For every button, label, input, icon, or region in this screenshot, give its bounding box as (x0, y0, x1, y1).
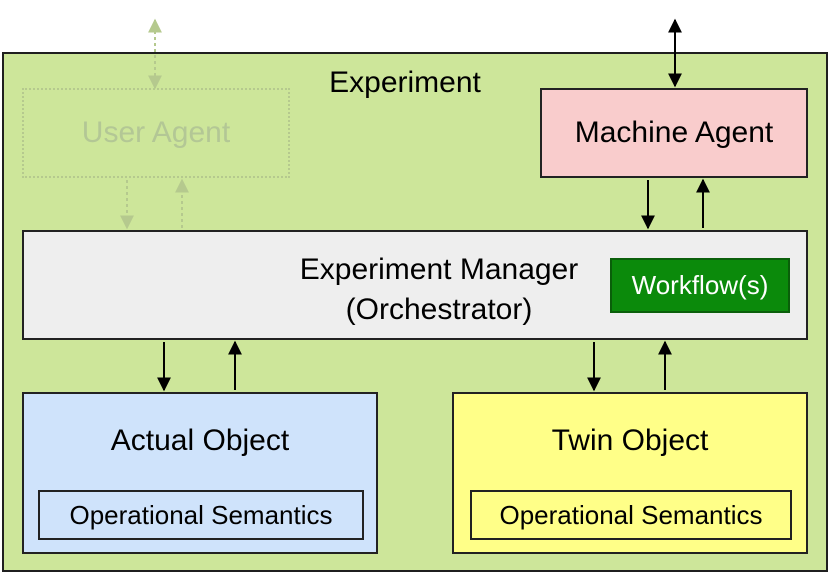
manager-line-2: (Orchestrator) (345, 293, 533, 326)
actual-object-title: Actual Object (110, 424, 290, 457)
user-agent-box: User Agent (22, 88, 290, 178)
twin-operational-semantics-label: Operational Semantics (499, 499, 763, 530)
actual-object-box: Actual Object Operational Semantics (22, 392, 378, 554)
twin-operational-semantics-box: Operational Semantics (470, 490, 792, 540)
machine-agent-label: Machine Agent (574, 116, 774, 149)
actual-operational-semantics-label: Operational Semantics (69, 499, 333, 530)
machine-agent-box: Machine Agent (540, 88, 808, 178)
workflow-box: Workflow(s) (610, 258, 790, 313)
experiment-manager-label: Experiment Manager (Orchestrator) (244, 250, 634, 330)
experiment-title: Experiment (329, 66, 481, 99)
user-agent-label: User Agent (81, 116, 231, 149)
manager-line-1: Experiment Manager (299, 253, 579, 286)
twin-object-box: Twin Object Operational Semantics (452, 392, 808, 554)
workflow-label: Workflow(s) (631, 270, 769, 300)
twin-object-title: Twin Object (551, 424, 709, 457)
actual-operational-semantics-box: Operational Semantics (38, 490, 364, 540)
